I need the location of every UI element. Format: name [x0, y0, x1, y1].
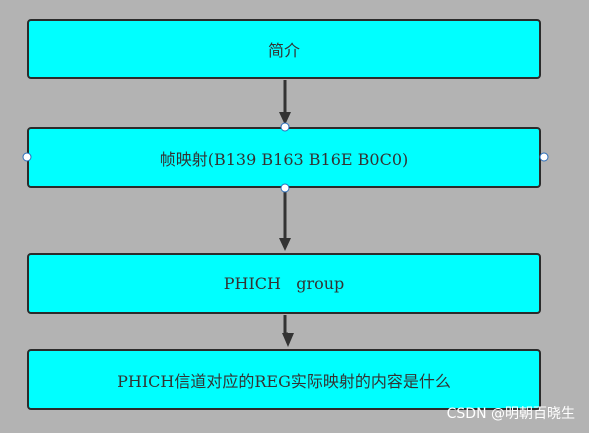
box-label-reg-mapping: PHICH信道对应的REG实际映射的内容是什么	[117, 371, 451, 391]
arrowhead-icon	[282, 333, 294, 347]
connector-phich-group-to-reg-mapping[interactable]	[282, 315, 294, 347]
flow-box-reg-mapping[interactable]: PHICH信道对应的REG实际映射的内容是什么	[27, 349, 541, 410]
flow-box-intro[interactable]: 简介	[27, 19, 541, 79]
box-label-frame-mapping: 帧映射(B139 B163 B16E B0C0)	[159, 149, 409, 169]
connector-intro-to-frame-mapping[interactable]	[279, 80, 291, 125]
connector-frame-mapping-to-phich-group[interactable]	[279, 190, 291, 251]
watermark: CSDN @明朝百晓生	[446, 406, 575, 422]
handle-right[interactable]	[539, 152, 549, 162]
arrowhead-icon	[279, 112, 291, 125]
box-label-phich-group: PHICH group	[223, 274, 345, 293]
handle-top[interactable]	[280, 122, 290, 132]
handle-bottom[interactable]	[280, 183, 290, 193]
handle-left[interactable]	[22, 152, 32, 162]
box-label-intro: 简介	[267, 41, 300, 60]
arrowhead-icon	[279, 238, 291, 251]
selection-handles	[22, 122, 549, 193]
flow-box-phich-group[interactable]: PHICH group	[27, 253, 541, 314]
